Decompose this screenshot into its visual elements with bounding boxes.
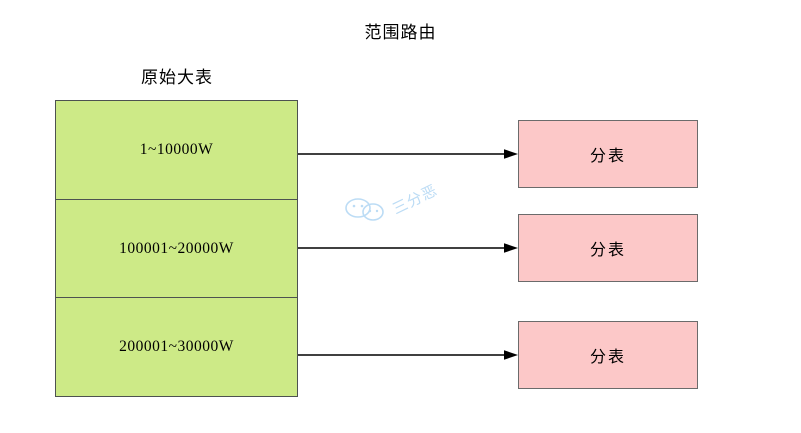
range-row: 200001~30000W (56, 297, 297, 396)
shard-table-box: 分表 (518, 120, 698, 188)
arrow-range-1-to-shard-1 (298, 147, 518, 161)
page-title: 范围路由 (364, 23, 437, 42)
arrow-icon (298, 243, 518, 253)
wechat-watermark-icon: 三分恶 (345, 182, 441, 221)
arrow-icon (298, 149, 518, 159)
svg-text:三分恶: 三分恶 (390, 182, 441, 218)
watermark: 三分恶 (342, 172, 472, 226)
range-row: 100001~20000W (56, 198, 297, 298)
shard-table-box: 分表 (518, 321, 698, 389)
source-table-label: 原始大表 (141, 68, 213, 87)
arrow-range-2-to-shard-2 (298, 241, 518, 255)
arrow-icon (298, 350, 518, 360)
source-table-box: 1~10000W 100001~20000W 200001~30000W (55, 100, 298, 397)
arrow-range-3-to-shard-3 (298, 348, 518, 362)
shard-table-box: 分表 (518, 214, 698, 282)
range-row: 1~10000W (139, 140, 214, 158)
